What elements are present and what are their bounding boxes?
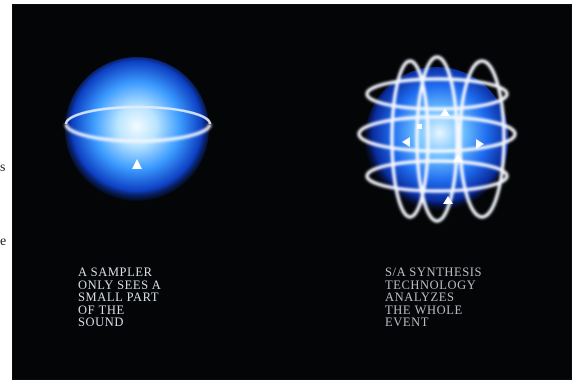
caption-line: SMALL PART	[78, 291, 161, 304]
caption-line: ANALYZES	[385, 291, 482, 304]
sampler-sphere-graphic	[65, 57, 210, 201]
caption-line: A SAMPLER	[78, 266, 161, 279]
caption-line: SOUND	[78, 316, 161, 329]
caption-line: S/A SYNTHESIS	[385, 266, 482, 279]
illustration-panel: A SAMPLER ONLY SEES A SMALL PART OF THE …	[12, 4, 572, 380]
margin-letter-bottom: e	[0, 234, 6, 250]
margin-letter-top: s	[0, 160, 5, 176]
sampler-caption: A SAMPLER ONLY SEES A SMALL PART OF THE …	[78, 266, 161, 329]
sampler-sphere	[65, 57, 209, 201]
caption-line: EVENT	[385, 316, 482, 329]
synthesis-caption: S/A SYNTHESIS TECHNOLOGY ANALYZES THE WH…	[385, 266, 482, 329]
synthesis-sphere-graphic	[359, 57, 515, 221]
